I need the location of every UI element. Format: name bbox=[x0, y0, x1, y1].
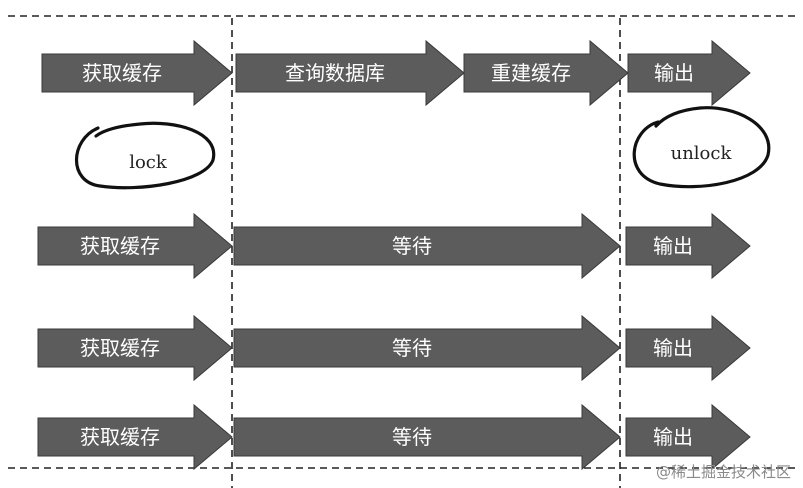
flow-arrow-label-r2-s1: 获取缓存 bbox=[80, 234, 160, 258]
flow-arrow-r2-s2 bbox=[233, 212, 621, 280]
flow-arrow-r1-s1 bbox=[41, 39, 233, 107]
flow-arrow-label-r3-s3: 输出 bbox=[653, 336, 693, 360]
flow-arrow-label-r4-s1: 获取缓存 bbox=[80, 425, 160, 449]
watermark: @稀土掘金技术社区 bbox=[655, 463, 791, 481]
flow-arrow-label-r3-s2: 等待 bbox=[392, 336, 432, 360]
flow-arrow-label-r2-s3: 输出 bbox=[653, 234, 693, 258]
flow-arrow-r4-s2 bbox=[233, 403, 621, 471]
unlock-label: unlock bbox=[671, 143, 733, 164]
flow-arrow-r2-s3 bbox=[625, 212, 751, 280]
flow-arrow-r4-s3 bbox=[625, 403, 751, 471]
flow-arrow-label-r1-s4: 输出 bbox=[654, 61, 694, 85]
flow-arrow-label-r2-s2: 等待 bbox=[392, 234, 432, 258]
flow-arrow-label-r3-s1: 获取缓存 bbox=[80, 336, 160, 360]
lock-label: lock bbox=[129, 152, 168, 173]
flow-arrow-label-r1-s1: 获取缓存 bbox=[82, 61, 162, 85]
flow-arrow-r1-s2 bbox=[235, 39, 465, 107]
flow-arrows: 获取缓存查询数据库重建缓存输出获取缓存等待输出获取缓存等待输出获取缓存等待输出 bbox=[37, 39, 751, 471]
flow-arrow-r1-s4 bbox=[627, 39, 751, 107]
lock-loop bbox=[75, 121, 216, 190]
flow-arrow-label-r4-s3: 输出 bbox=[653, 425, 693, 449]
flow-arrow-label-r1-s3: 重建缓存 bbox=[491, 61, 571, 85]
flow-arrow-label-r1-s2: 查询数据库 bbox=[285, 61, 385, 85]
unlock-loop bbox=[632, 106, 771, 189]
flow-arrow-r3-s1 bbox=[37, 314, 233, 382]
flow-arrow-r4-s1 bbox=[37, 403, 233, 471]
flow-arrow-r1-s3 bbox=[463, 39, 629, 107]
flow-arrow-r3-s3 bbox=[625, 314, 751, 382]
flow-arrow-label-r4-s2: 等待 bbox=[392, 425, 432, 449]
flow-arrow-r2-s1 bbox=[37, 212, 233, 280]
flow-arrow-r3-s2 bbox=[233, 314, 621, 382]
